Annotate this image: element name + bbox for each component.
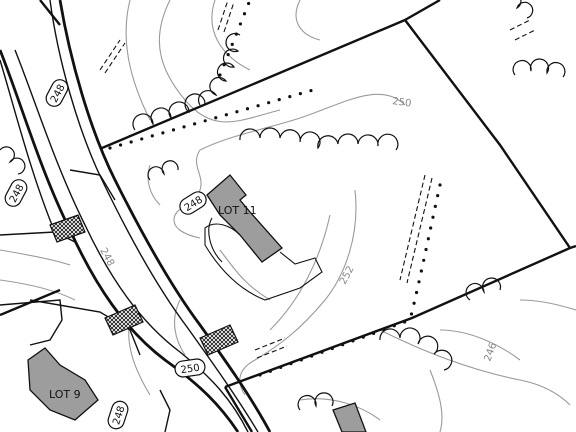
lot-9-building xyxy=(27,347,99,421)
crossing-2 xyxy=(104,304,144,336)
lot-11-driveway xyxy=(204,223,323,301)
road xyxy=(0,0,272,432)
lot-9 xyxy=(27,347,99,421)
road-crossings xyxy=(49,214,239,356)
dashed-lines xyxy=(99,0,536,359)
lot-label-9: LOT 9 xyxy=(49,388,81,401)
contour-label-246: 246 xyxy=(482,341,499,363)
lot-11-building xyxy=(206,174,283,263)
contour-label-248: 248 xyxy=(97,246,116,268)
building-bottom xyxy=(332,402,367,432)
crossing-3 xyxy=(199,324,239,356)
road-badge-1: 248 xyxy=(45,79,69,107)
contour-labels: 250 252 246 248 xyxy=(97,96,499,363)
road-badge-5: 248 xyxy=(107,400,129,430)
svg-text:250: 250 xyxy=(180,363,200,377)
road-badge-2: 248 xyxy=(4,179,28,207)
tree-lines xyxy=(0,0,566,411)
road-badge-4: 250 xyxy=(174,358,206,378)
road-badge-3: 248 xyxy=(179,191,207,215)
road-badges: 248 248 248 250 248 xyxy=(4,79,207,430)
contour-label-250: 250 xyxy=(392,96,412,110)
lot-label-11: LOT 11 xyxy=(218,204,257,217)
lot-11 xyxy=(204,174,323,301)
contour-label-252: 252 xyxy=(338,264,357,286)
crossing-1 xyxy=(49,214,86,243)
dotted-lines xyxy=(108,0,442,377)
